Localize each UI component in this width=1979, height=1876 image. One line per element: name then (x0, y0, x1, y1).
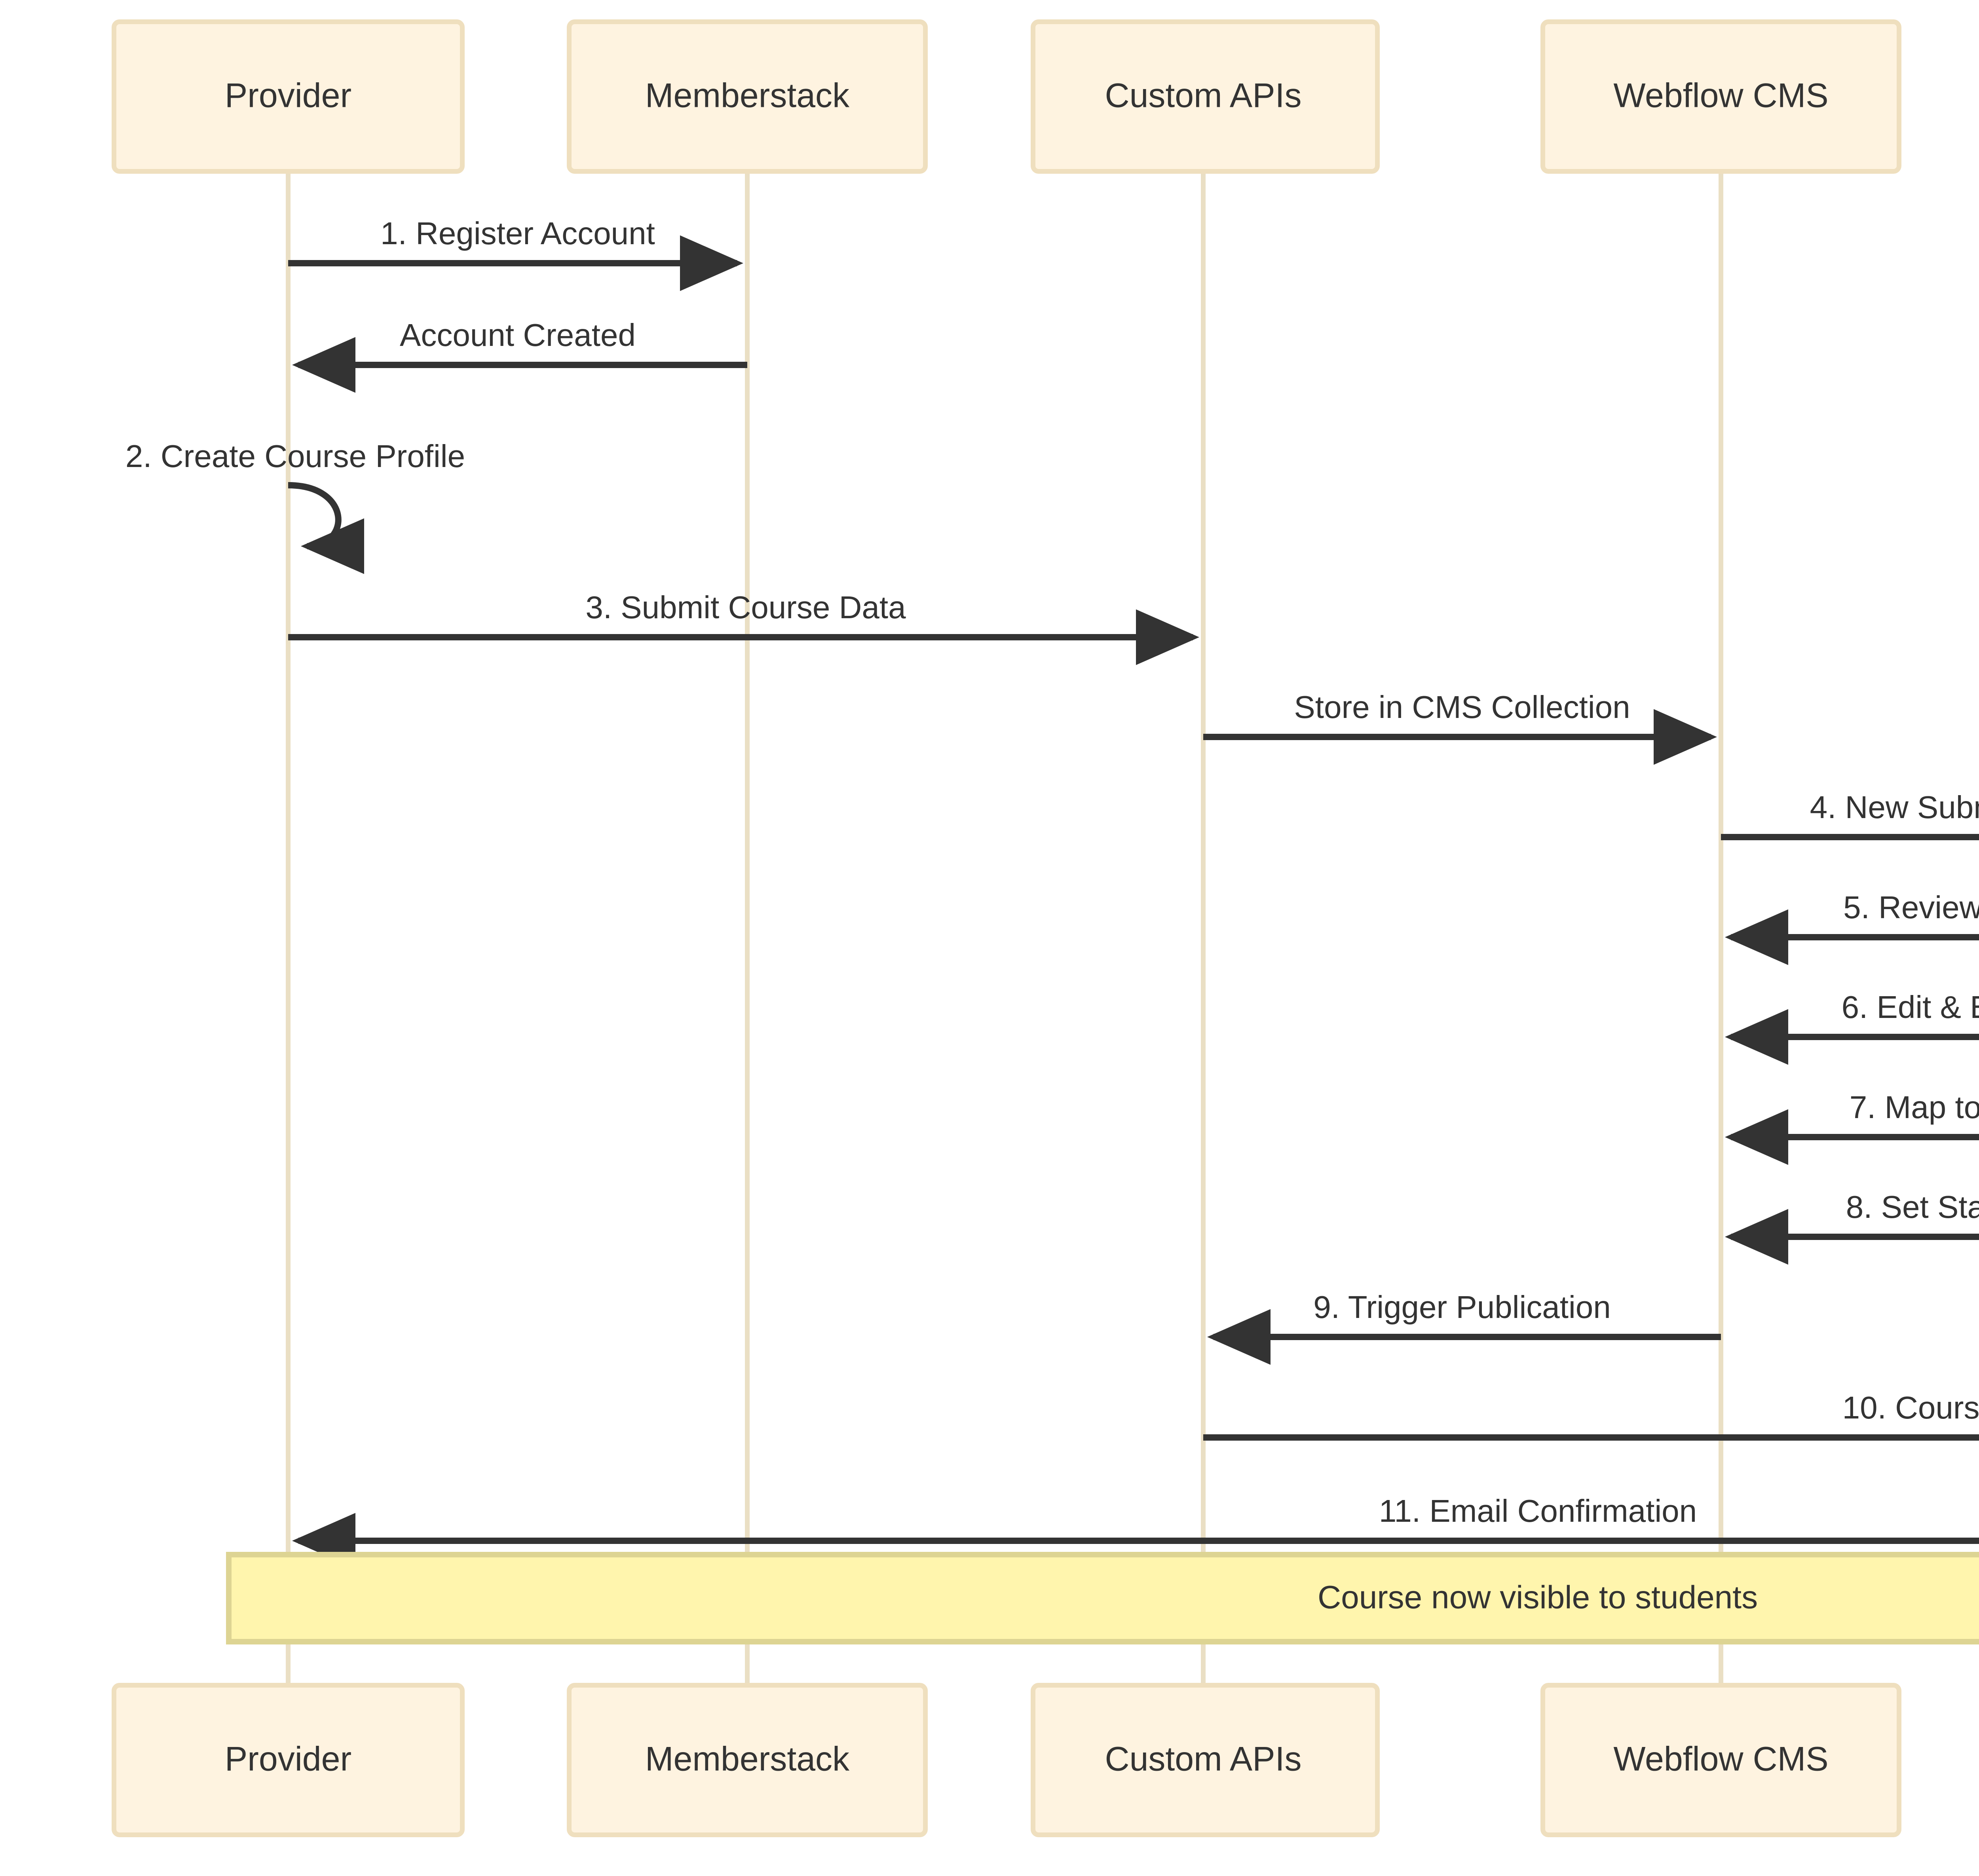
message-1[interactable]: 1. Register Account (288, 216, 743, 291)
message-label-9: 7. Map to Provider Profile (1850, 1090, 1979, 1125)
actor-top-memberstack[interactable]: Memberstack (567, 19, 928, 174)
actor-label-webflow_cms: Webflow CMS (1613, 77, 1828, 115)
actor-label-provider: Provider (225, 1740, 351, 1778)
note-text: Course now visible to students (1318, 1580, 1758, 1616)
note-group: Course now visible to students (226, 1552, 1979, 1644)
actor-label-memberstack: Memberstack (645, 77, 850, 115)
actor-boxes-group: ProviderProviderMemberstackMemberstackCu… (112, 19, 1901, 1837)
actor-bottom-memberstack[interactable]: Memberstack (567, 1683, 928, 1837)
message-label-2: Account Created (400, 317, 636, 353)
actor-box-webflow_cms (1540, 1683, 1901, 1837)
message-5[interactable]: Store in CMS Collection (1203, 689, 1717, 765)
message-label-7: 5. Review Course Content (1843, 890, 1979, 925)
actor-box-provider (112, 19, 465, 174)
actor-label-webflow_cms: Webflow CMS (1613, 1740, 1828, 1778)
actor-box-memberstack (567, 1683, 928, 1837)
actor-box-custom_apis (1031, 1683, 1380, 1837)
note-rect (226, 1552, 1979, 1644)
message-2[interactable]: Account Created (292, 317, 747, 393)
actor-box-provider (112, 1683, 465, 1837)
actor-box-memberstack (567, 19, 928, 174)
actor-top-webflow_cms[interactable]: Webflow CMS (1540, 19, 1901, 174)
actor-bottom-webflow_cms[interactable]: Webflow CMS (1540, 1683, 1901, 1837)
lifelines-group (286, 171, 1723, 1685)
message-self-loop-3 (288, 482, 365, 574)
actor-label-provider: Provider (225, 77, 351, 115)
message-label-6: 4. New Submission Notification (1810, 790, 1979, 825)
message-label-10: 8. Set Status to Published (1846, 1189, 1979, 1225)
actor-bottom-provider[interactable]: Provider (112, 1683, 465, 1837)
actor-box-custom_apis (1031, 19, 1380, 174)
message-label-11: 9. Trigger Publication (1313, 1289, 1611, 1325)
actor-label-custom_apis: Custom APIs (1105, 77, 1301, 115)
actor-top-provider[interactable]: Provider (112, 19, 465, 174)
message-10[interactable]: 8. Set Status to Published (1725, 1189, 1979, 1265)
message-7[interactable]: 5. Review Course Content (1725, 890, 1979, 965)
note-course-visible: Course now visible to students (226, 1552, 1979, 1644)
message-label-12: 10. Course Goes Live (1842, 1390, 1979, 1425)
message-11[interactable]: 9. Trigger Publication (1207, 1289, 1721, 1365)
message-label-3: 2. Create Course Profile (125, 439, 465, 474)
message-6[interactable]: 4. New Submission Notification (1721, 790, 1979, 840)
actor-bottom-custom_apis[interactable]: Custom APIs (1031, 1683, 1380, 1837)
actor-top-custom_apis[interactable]: Custom APIs (1031, 19, 1380, 174)
message-label-13: 11. Email Confirmation (1379, 1493, 1697, 1529)
actor-label-custom_apis: Custom APIs (1105, 1740, 1301, 1778)
message-9[interactable]: 7. Map to Provider Profile (1725, 1090, 1979, 1165)
message-8[interactable]: 6. Edit & Enhance Content (1725, 989, 1979, 1065)
actor-label-memberstack: Memberstack (645, 1740, 850, 1778)
message-label-4: 3. Submit Course Data (585, 590, 906, 625)
actor-box-webflow_cms (1540, 19, 1901, 174)
message-4[interactable]: 3. Submit Course Data (288, 590, 1199, 665)
message-3[interactable]: 2. Create Course Profile (125, 439, 465, 574)
message-13[interactable]: 11. Email Confirmation (292, 1493, 1979, 1569)
message-label-5: Store in CMS Collection (1294, 689, 1630, 725)
message-label-1: 1. Register Account (380, 216, 655, 251)
message-label-8: 6. Edit & Enhance Content (1842, 989, 1979, 1025)
message-12[interactable]: 10. Course Goes Live (1203, 1390, 1979, 1441)
